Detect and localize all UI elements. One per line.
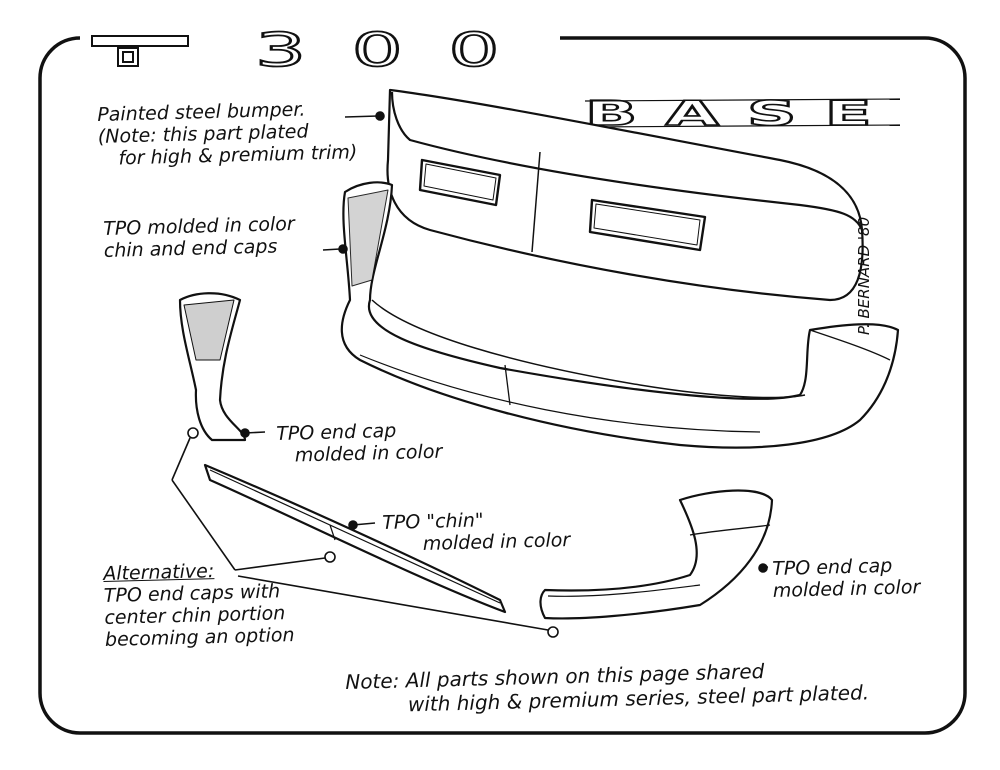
- model-title-text: 300: [255, 23, 545, 77]
- chin-end-cap-assembly: [340, 181, 900, 449]
- label-line: molded in color: [294, 440, 443, 467]
- trim-badge: BASE: [584, 93, 901, 135]
- label-line: molded in color: [772, 576, 921, 602]
- chin-bar: [203, 463, 507, 614]
- leader-lines: [171, 111, 769, 638]
- label-right-end-cap: TPO end cap molded in color: [772, 554, 921, 602]
- label-left-end-cap: TPO end cap molded in color: [276, 419, 443, 467]
- steel-bumper: [386, 88, 864, 302]
- label-steel-bumper: Painted steel bumper. (Note: this part p…: [97, 97, 358, 170]
- label-chin-end-caps: TPO molded in color chin and end caps: [103, 213, 296, 262]
- right-end-cap: [539, 489, 774, 620]
- artist-signature: P. BERNARD '80: [855, 216, 873, 335]
- label-alternative: Alternative: TPO end caps with center ch…: [103, 558, 295, 651]
- label-chin: TPO "chin" molded in color: [382, 507, 571, 556]
- model-title: 300: [91, 22, 545, 78]
- left-end-cap: [178, 292, 247, 442]
